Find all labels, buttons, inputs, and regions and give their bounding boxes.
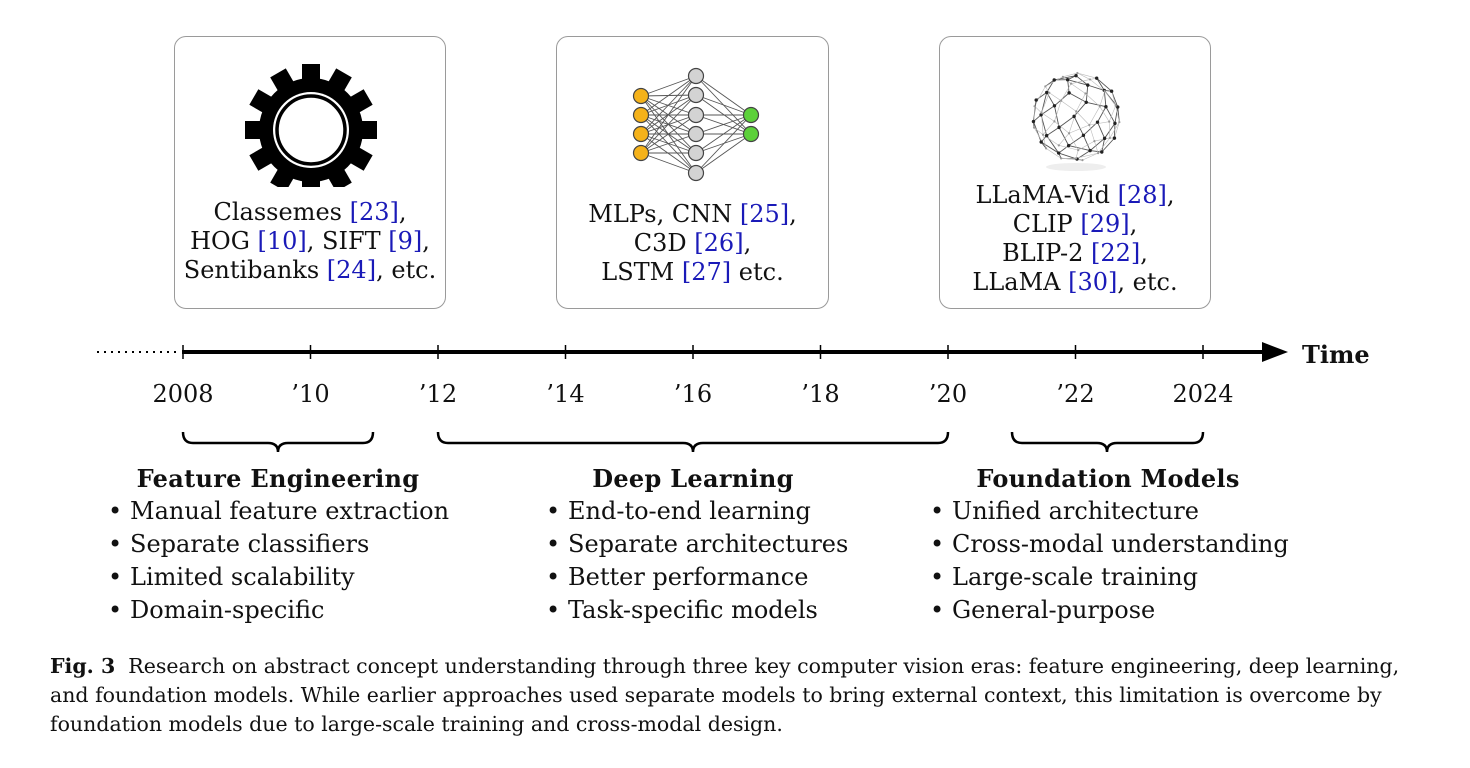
citation-ref: [10]	[257, 227, 307, 255]
box-text: ,	[398, 198, 407, 226]
era-box-feature-engineering: Classemes [23],HOG [10], SIFT [9],Sentib…	[174, 36, 446, 309]
timeline-tick-label: ’16	[673, 380, 713, 408]
era-box-foundation-models: LLaMA-Vid [28],CLIP [29],BLIP-2 [22],LLa…	[939, 36, 1211, 309]
box-text: LLaMA-Vid	[975, 181, 1118, 209]
box-text: etc.	[731, 258, 784, 286]
timeline	[97, 342, 1288, 453]
geodesic-sphere-icon	[1031, 71, 1121, 171]
box-text-line: MLPs, CNN [25],	[557, 200, 828, 229]
box-text-line: LLaMA [30], etc.	[940, 268, 1210, 297]
box-text-line: C3D [26],	[557, 229, 828, 258]
box-text: C3D	[633, 229, 695, 257]
box-text: , etc.	[376, 256, 437, 284]
list-item: •Domain-specific	[108, 596, 325, 624]
timeline-tick-label: ’18	[801, 380, 840, 408]
box-text: BLIP-2	[1002, 239, 1091, 267]
era-box-deep-learning: MLPs, CNN [25],C3D [26],LSTM [27] etc.	[556, 36, 829, 309]
box-text-line: Sentibanks [24], etc.	[175, 256, 445, 285]
figure-caption: Fig. 3 Research on abstract concept unde…	[50, 652, 1420, 739]
list-item: •Better performance	[546, 563, 809, 591]
box-text-line: BLIP-2 [22],	[940, 239, 1210, 268]
brace-feature-engineering	[181, 431, 375, 453]
box-text: ,	[789, 200, 797, 228]
list-item: •Separate architectures	[546, 530, 849, 558]
timeline-tick-label: ’10	[291, 380, 330, 408]
box-text: , etc.	[1117, 268, 1178, 296]
citation-ref: [23]	[349, 198, 399, 226]
citation-ref: [26]	[694, 229, 744, 257]
era-box-references: MLPs, CNN [25],C3D [26],LSTM [27] etc.	[557, 200, 828, 287]
timeline-tick-label: ’14	[546, 380, 585, 408]
timeline-tick-label: ’22	[1056, 380, 1095, 408]
era-bullets-foundation-models: •Unified architecture •Cross-modal under…	[930, 495, 1289, 627]
box-text-line: LLaMA-Vid [28],	[940, 181, 1210, 210]
era-box-references: Classemes [23],HOG [10], SIFT [9],Sentib…	[175, 198, 445, 285]
box-text: ,	[1166, 181, 1175, 209]
citation-ref: [30]	[1068, 268, 1118, 296]
era-bullets-deep-learning: •End-to-end learning •Separate architect…	[546, 495, 848, 627]
box-text-line: HOG [10], SIFT [9],	[175, 227, 445, 256]
era-box-references: LLaMA-Vid [28],CLIP [29],BLIP-2 [22],LLa…	[940, 181, 1210, 297]
neural-network-icon	[632, 67, 760, 182]
list-item: •Large-scale training	[930, 563, 1199, 591]
box-text: LLaMA	[972, 268, 1069, 296]
timeline-tick-label: 2024	[1172, 380, 1234, 408]
era-title-foundation-models: Foundation Models	[976, 464, 1240, 493]
citation-ref: [29]	[1080, 210, 1130, 238]
citation-ref: [22]	[1091, 239, 1141, 267]
figure-caption-text: Research on abstract concept understandi…	[50, 654, 1400, 736]
list-item: •Unified architecture	[930, 497, 1199, 525]
box-text: ,	[1140, 239, 1148, 267]
list-item: •Manual feature extraction	[108, 497, 450, 525]
citation-ref: [24]	[326, 256, 377, 284]
citation-ref: [28]	[1117, 181, 1167, 209]
list-item: •Cross-modal understanding	[930, 530, 1289, 558]
brace-deep-learning	[436, 431, 950, 453]
list-item: •Limited scalability	[108, 563, 355, 591]
timeline-arrowhead	[1262, 342, 1288, 362]
era-title-deep-learning: Deep Learning	[592, 464, 794, 493]
box-text: ,	[1129, 210, 1138, 238]
box-text: , SIFT	[306, 227, 389, 255]
box-text: ,	[422, 227, 430, 255]
box-text: LSTM	[601, 258, 682, 286]
brace-foundation-models	[1010, 431, 1205, 453]
box-text: CLIP	[1012, 210, 1081, 238]
timeline-tick-label: 2008	[152, 380, 214, 408]
timeline-tick-label: ’12	[418, 380, 458, 408]
box-text: HOG	[190, 227, 258, 255]
figure-label: Fig. 3	[50, 654, 116, 678]
list-item: •Separate classifiers	[108, 530, 370, 558]
box-text-line: Classemes [23],	[175, 198, 445, 227]
gear-icon	[245, 64, 377, 187]
list-item: •Task-specific models	[546, 596, 818, 624]
box-text: Classemes	[213, 198, 350, 226]
era-bullets-feature-engineering: •Manual feature extraction •Separate cla…	[108, 495, 449, 627]
box-text: Sentibanks	[183, 256, 327, 284]
box-text: ,	[743, 229, 752, 257]
era-title-feature-engineering: Feature Engineering	[136, 464, 420, 493]
timeline-axis-label: Time	[1302, 340, 1370, 369]
citation-ref: [27]	[681, 258, 732, 286]
citation-ref: [25]	[739, 200, 790, 228]
box-text-line: LSTM [27] etc.	[557, 258, 828, 287]
list-item: •End-to-end learning	[546, 497, 811, 525]
box-text-line: CLIP [29],	[940, 210, 1210, 239]
timeline-tick-label: ’20	[928, 380, 968, 408]
box-text: MLPs, CNN	[588, 200, 740, 228]
citation-ref: [9]	[388, 227, 423, 255]
list-item: •General-purpose	[930, 596, 1156, 624]
